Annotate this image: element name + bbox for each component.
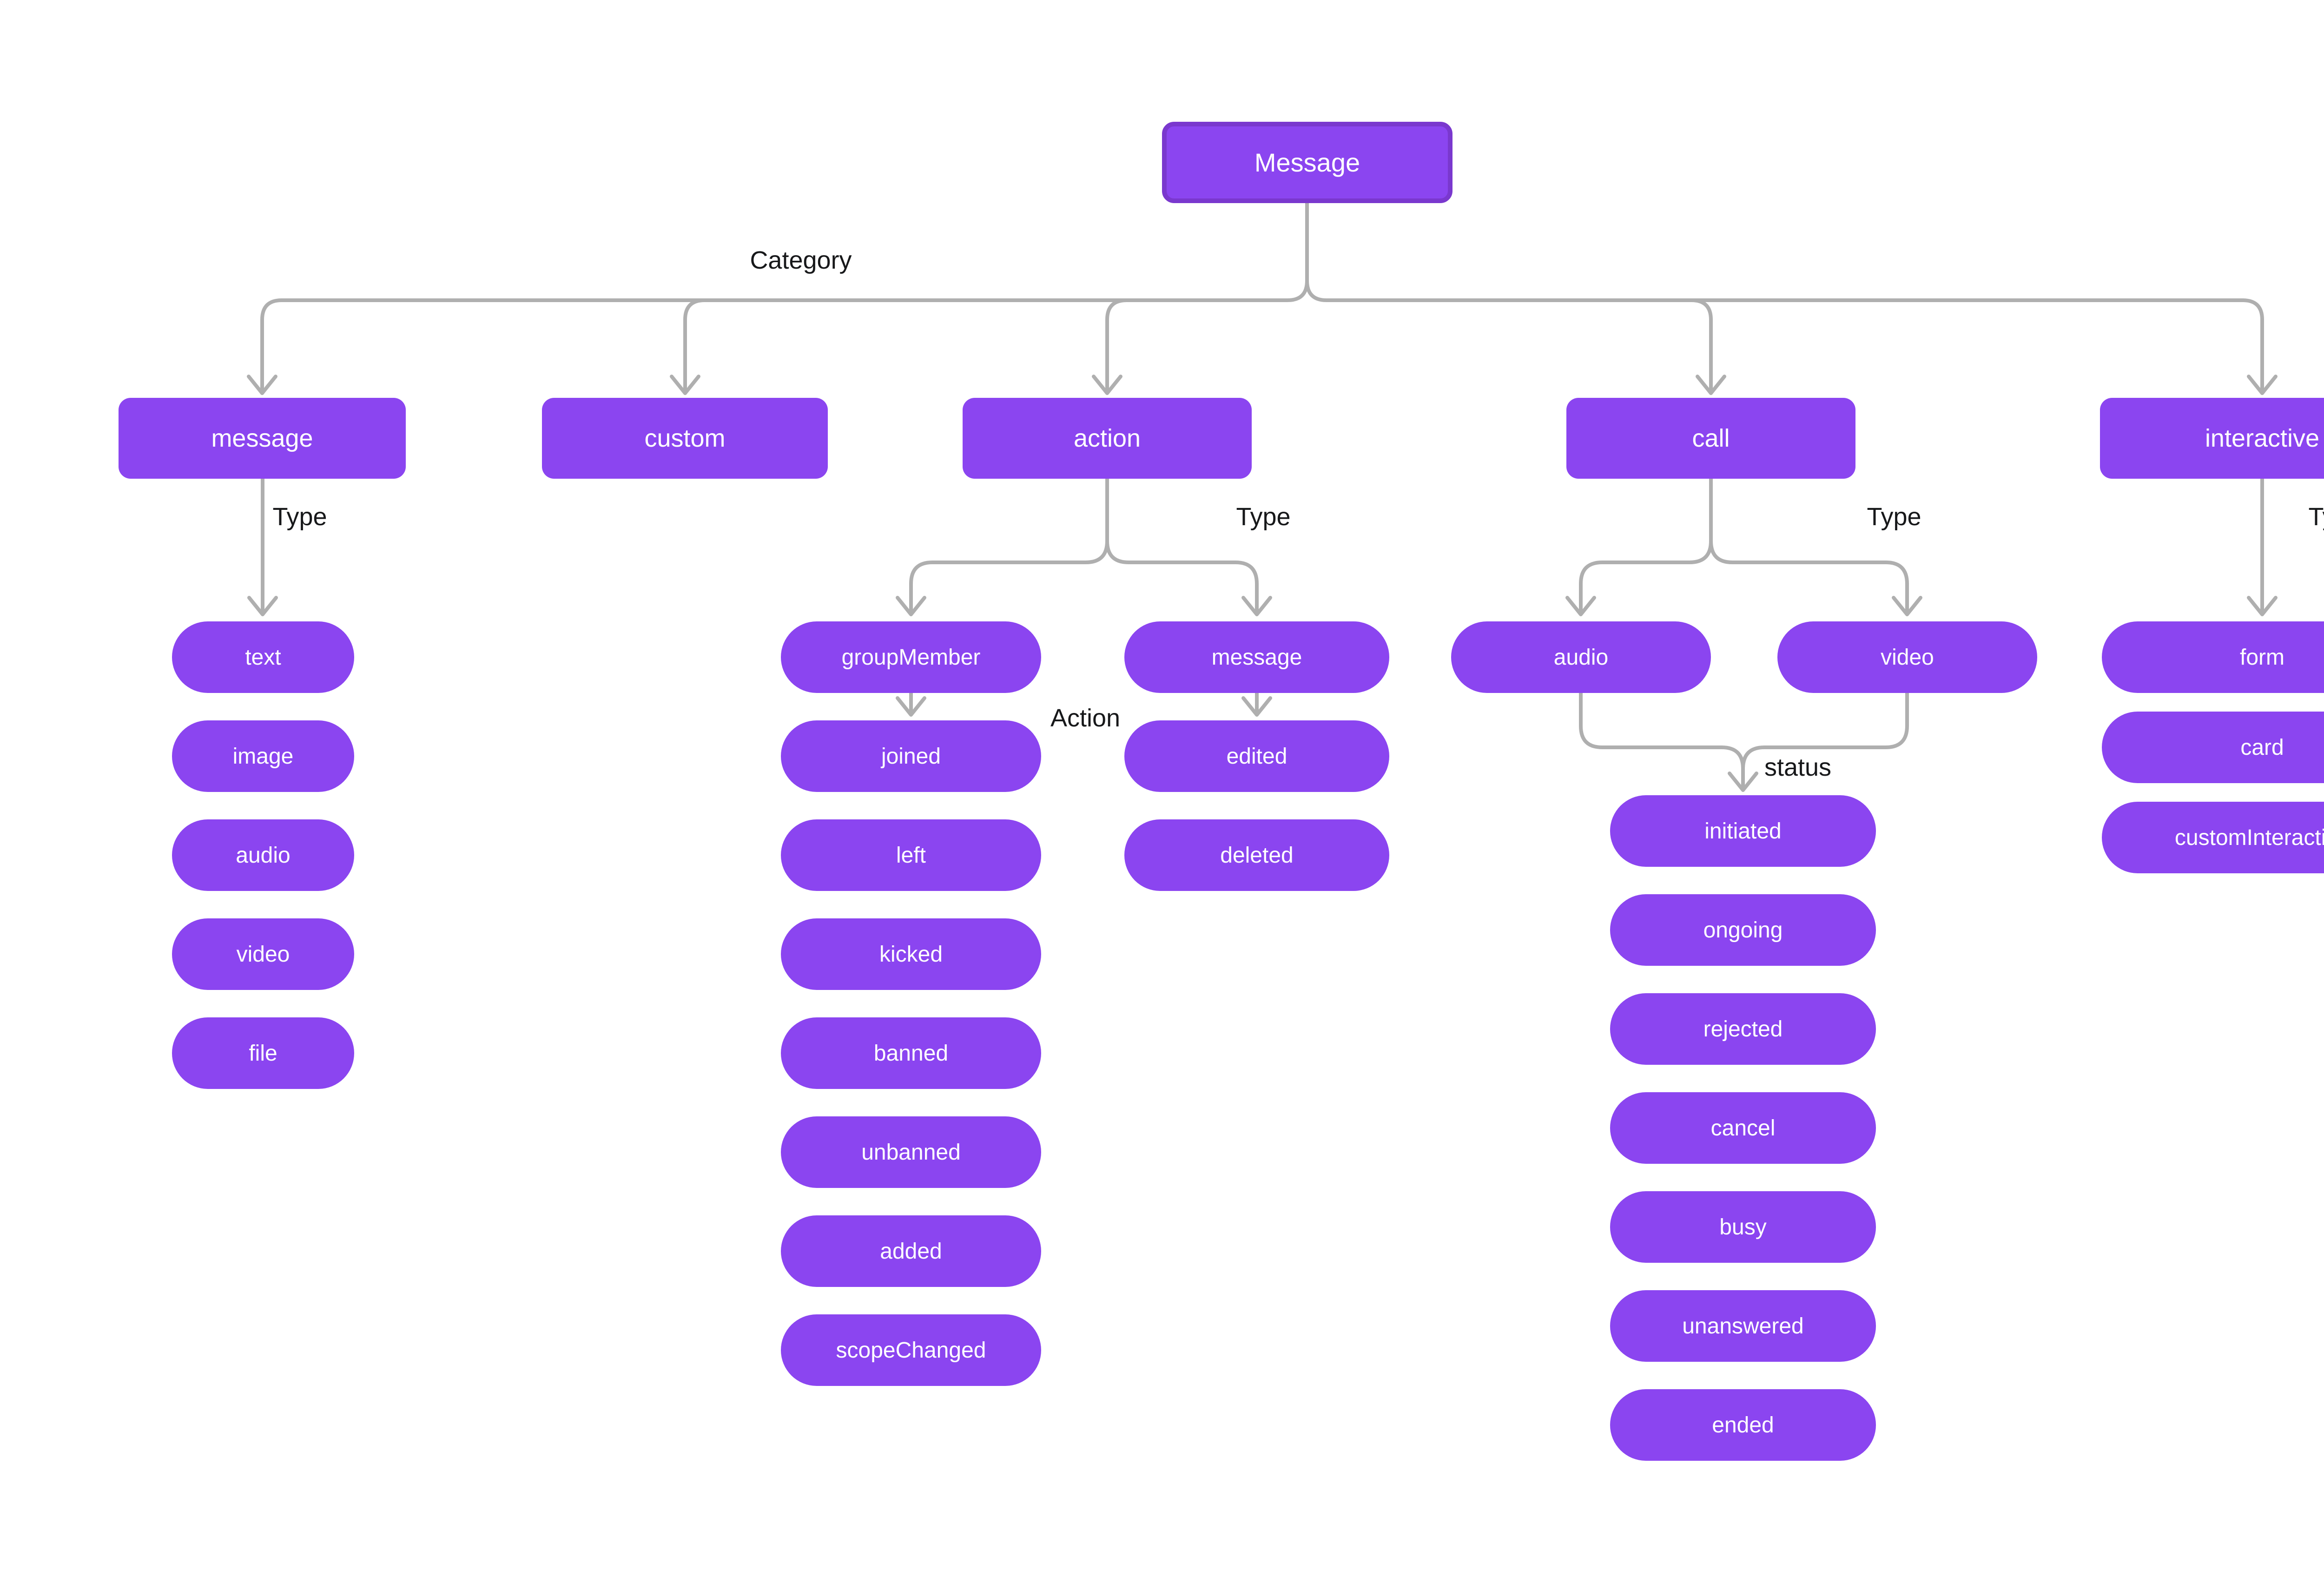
node-gm-kicked[interactable]: kicked xyxy=(781,918,1041,990)
arrowhead-icon xyxy=(1565,596,1596,616)
connector-line xyxy=(1105,298,1129,391)
arrowhead-icon xyxy=(2247,375,2278,395)
connector-line xyxy=(683,298,706,391)
node-mt-video[interactable]: video xyxy=(172,918,354,990)
arrowhead-icon xyxy=(1696,375,1726,395)
connector-line xyxy=(1305,279,2264,391)
node-mt-audio[interactable]: audio xyxy=(172,819,354,891)
edge-label-status: status xyxy=(1764,753,1832,781)
arrowhead-icon xyxy=(1728,772,1758,792)
node-cat-interactive[interactable]: interactive xyxy=(2100,398,2324,479)
node-cs-cancel[interactable]: cancel xyxy=(1610,1092,1876,1164)
node-cs-unanswered[interactable]: unanswered xyxy=(1610,1290,1876,1362)
node-cs-ongoing[interactable]: ongoing xyxy=(1610,894,1876,966)
arrowhead-icon xyxy=(896,696,926,717)
node-ct-video[interactable]: video xyxy=(1777,621,2037,693)
edge-label-type-interactive: Type xyxy=(2308,503,2324,531)
node-cs-initiated[interactable]: initiated xyxy=(1610,795,1876,867)
node-gm-left[interactable]: left xyxy=(781,819,1041,891)
arrowhead-icon xyxy=(247,596,278,616)
node-it-card[interactable]: card xyxy=(2102,712,2324,783)
arrowhead-icon xyxy=(1241,596,1272,616)
node-gm-joined[interactable]: joined xyxy=(781,720,1041,792)
arrowhead-icon xyxy=(896,596,926,616)
node-mt-image[interactable]: image xyxy=(172,720,354,792)
edge-label-category: Category xyxy=(750,246,852,274)
node-mt-file[interactable]: file xyxy=(172,1017,354,1089)
node-ma-edited[interactable]: edited xyxy=(1124,720,1389,792)
arrowhead-icon xyxy=(247,375,277,395)
node-ct-audio[interactable]: audio xyxy=(1451,621,1711,693)
node-ma-deleted[interactable]: deleted xyxy=(1124,819,1389,891)
connector-line xyxy=(260,201,1309,391)
arrowhead-icon xyxy=(670,375,700,395)
node-cat-message[interactable]: message xyxy=(119,398,406,479)
node-cs-rejected[interactable]: rejected xyxy=(1610,993,1876,1065)
connector-line xyxy=(1579,691,1909,787)
edge-label-type-call: Type xyxy=(1867,503,1921,531)
node-mt-text[interactable]: text xyxy=(172,621,354,693)
node-cat-call[interactable]: call xyxy=(1566,398,1855,479)
connector-line xyxy=(1690,298,1713,391)
node-at-message[interactable]: message xyxy=(1124,621,1389,693)
node-cs-busy[interactable]: busy xyxy=(1610,1191,1876,1263)
connector-line xyxy=(909,477,1259,613)
node-gm-unbanned[interactable]: unbanned xyxy=(781,1116,1041,1188)
node-gm-banned[interactable]: banned xyxy=(781,1017,1041,1089)
arrowhead-icon xyxy=(2247,596,2278,616)
node-it-form[interactable]: form xyxy=(2102,621,2324,693)
node-at-groupMember[interactable]: groupMember xyxy=(781,621,1041,693)
node-it-customInteractive[interactable]: customInteractive xyxy=(2102,802,2324,873)
edge-label-type-message: Type xyxy=(272,503,327,531)
arrowhead-icon xyxy=(1092,375,1122,395)
connector-line xyxy=(1579,477,1909,613)
node-cat-action[interactable]: action xyxy=(963,398,1252,479)
edge-label-action: Action xyxy=(1050,704,1121,732)
arrowhead-icon xyxy=(1241,696,1272,717)
node-cat-custom[interactable]: custom xyxy=(542,398,828,479)
node-gm-added[interactable]: added xyxy=(781,1215,1041,1287)
node-cs-ended[interactable]: ended xyxy=(1610,1389,1876,1461)
arrowhead-icon xyxy=(1892,596,1922,616)
node-root[interactable]: Message xyxy=(1162,122,1452,203)
node-gm-scopeChanged[interactable]: scopeChanged xyxy=(781,1314,1041,1386)
edge-label-type-action: Type xyxy=(1236,503,1291,531)
